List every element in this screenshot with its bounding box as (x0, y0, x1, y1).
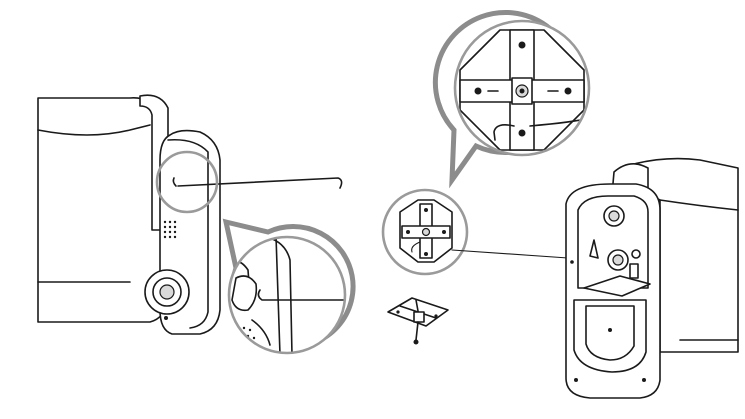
speaker-grille (163, 220, 177, 239)
pull-wire-hook (177, 177, 343, 189)
hook-area-highlight (155, 150, 219, 214)
knob-icon (603, 205, 625, 227)
hook-detail-callout (222, 218, 356, 355)
knob-icon (607, 249, 629, 271)
lens-icon (144, 269, 190, 315)
mounting-bracket (381, 188, 569, 276)
mounting-bracket-loose (387, 297, 449, 345)
bracket-detail-callout (432, 10, 591, 189)
right-camera-unit (565, 157, 739, 399)
